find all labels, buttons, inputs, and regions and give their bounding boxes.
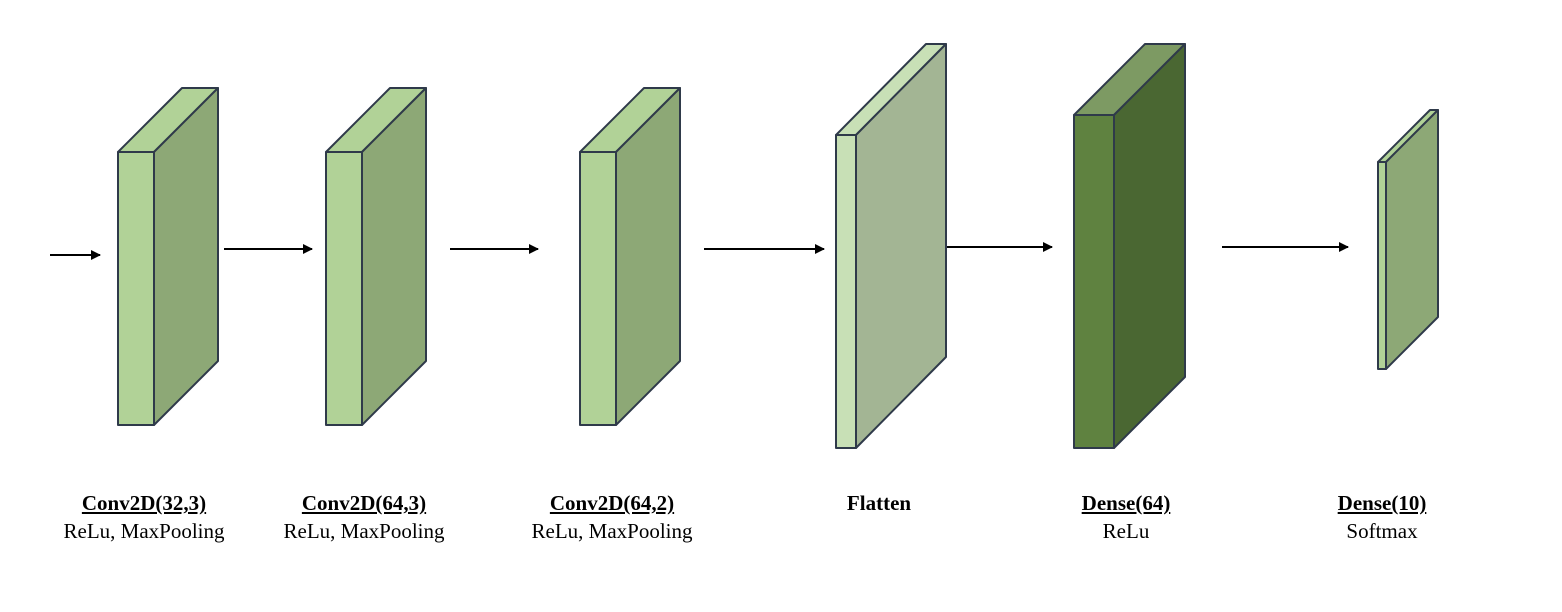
arrows: [50, 242, 1349, 260]
flatten-label: Flatten: [759, 489, 999, 517]
conv1-subtitle: ReLu, MaxPooling: [63, 519, 225, 543]
conv2-block-front: [325, 151, 363, 426]
dense64-block-side: [1113, 43, 1186, 449]
dense10-block: [1377, 109, 1439, 370]
dense10-title: Dense(10): [1337, 491, 1427, 515]
flatten-block-front: [835, 134, 857, 449]
conv3-block-front: [579, 151, 617, 426]
dense10-subtitle: Softmax: [1346, 519, 1418, 543]
dense64-block-front: [1073, 114, 1115, 449]
dense64-label: Dense(64) ReLu: [1006, 489, 1246, 545]
dense64-block: [1073, 43, 1186, 449]
flatten-title: Flatten: [846, 491, 912, 515]
dense10-block-front: [1377, 161, 1387, 370]
conv1-block-front: [117, 151, 155, 426]
conv1-title: Conv2D(32,3): [81, 491, 207, 515]
conv1-label: Conv2D(32,3) ReLu, MaxPooling: [24, 489, 264, 545]
dense10-label: Dense(10) Softmax: [1262, 489, 1502, 545]
conv2-block: [325, 87, 427, 426]
dense64-subtitle: ReLu: [1102, 519, 1150, 543]
conv2-subtitle: ReLu, MaxPooling: [283, 519, 445, 543]
conv2-title: Conv2D(64,3): [301, 491, 427, 515]
dense64-title: Dense(64): [1081, 491, 1171, 515]
flatten-block: [835, 43, 947, 449]
conv3-block: [579, 87, 681, 426]
conv1-block: [117, 87, 219, 426]
conv2-label: Conv2D(64,3) ReLu, MaxPooling: [244, 489, 484, 545]
conv3-title: Conv2D(64,2): [549, 491, 675, 515]
conv3-subtitle: ReLu, MaxPooling: [531, 519, 693, 543]
conv3-label: Conv2D(64,2) ReLu, MaxPooling: [492, 489, 732, 545]
